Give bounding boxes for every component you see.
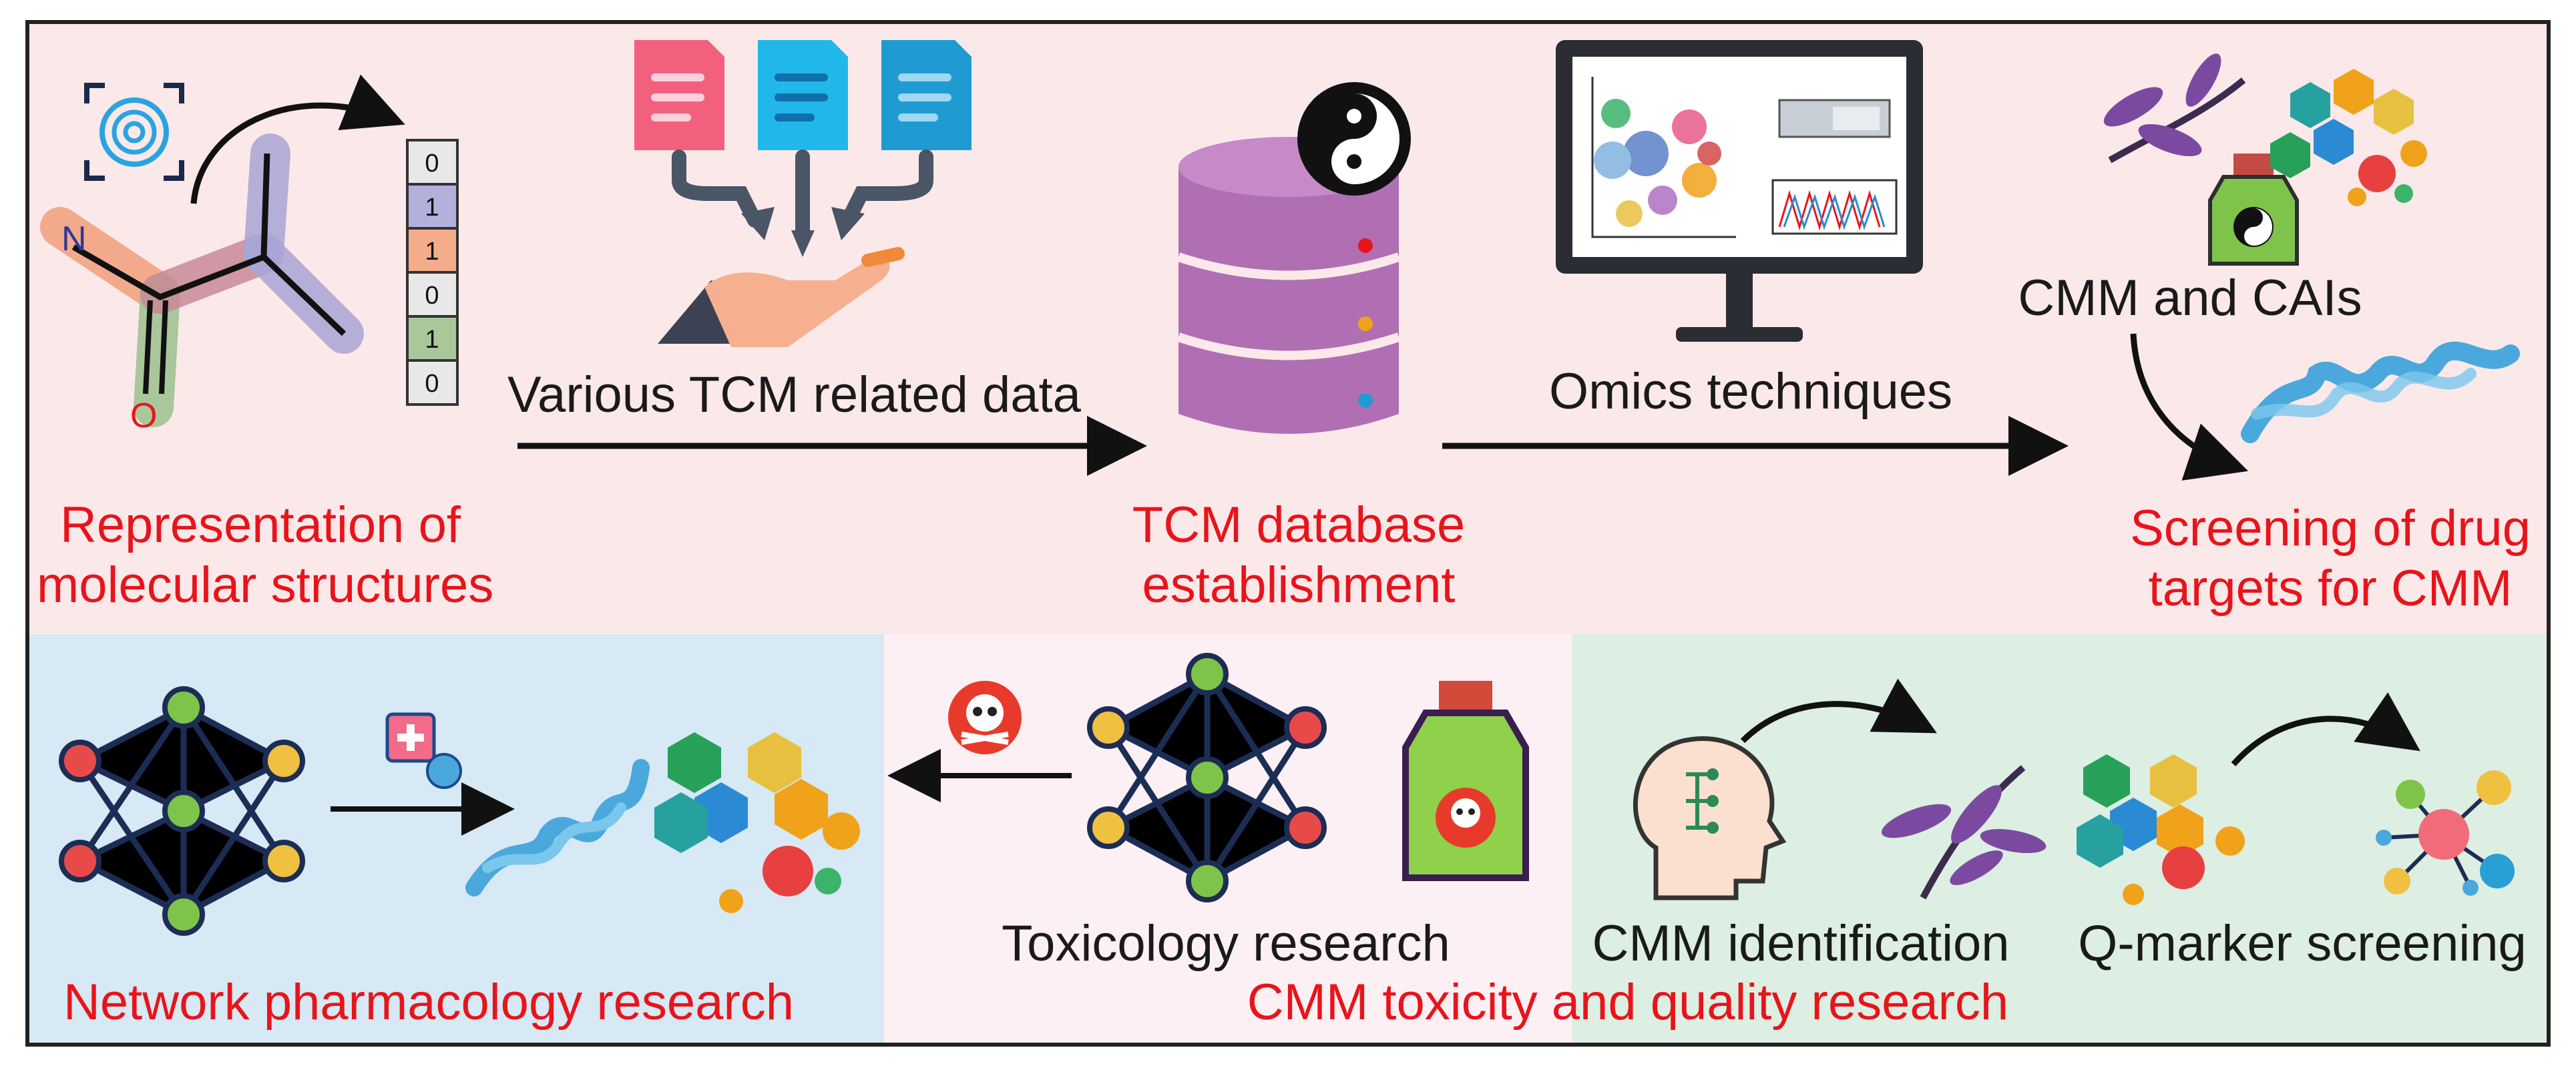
encoding-arrow (190, 74, 405, 204)
head-icon (1633, 736, 1787, 900)
fingerprint-icon (84, 83, 184, 181)
bit-4: 1 (425, 326, 439, 354)
poison-bottle-icon (1402, 681, 1529, 881)
bit-3: 0 (425, 282, 439, 310)
omics-label: Omics techniques (1548, 363, 1953, 420)
screening-caption-line2: targets for CMM (2148, 560, 2513, 617)
representation-caption-line2: molecular structures (37, 557, 494, 613)
db-caption-line1: TCM database (1132, 497, 1466, 553)
helix-icon (465, 759, 650, 896)
merge-arrows (672, 150, 933, 244)
toxicity-quality-caption: CMM toxicity and quality research (1247, 974, 2009, 1031)
various-data-label: Various TCM related data (507, 366, 1081, 423)
medicine-icon (385, 712, 462, 789)
bit-0: 0 (425, 150, 439, 178)
bottle-icon (2208, 154, 2299, 266)
screening-caption-line1: Screening of drug (2130, 500, 2531, 557)
document-icon (881, 40, 972, 150)
hand-icon (658, 247, 905, 347)
skull-icon (948, 681, 1022, 754)
qmarker-arrow (2231, 692, 2420, 766)
bit-2: 1 (425, 238, 439, 266)
representation-caption-line1: Representation of (60, 497, 461, 553)
monitor-icon (1556, 40, 1923, 342)
neural-network-icon (59, 686, 305, 936)
cmm-cais-label: CMM and CAIs (2018, 270, 2362, 326)
document-icon (634, 40, 724, 150)
cmm-identification-label: CMM identification (1592, 915, 2010, 972)
document-icon (758, 40, 848, 150)
neural-network-icon (1087, 653, 1327, 902)
network-pharmacology-caption: Network pharmacology research (63, 974, 795, 1031)
qmarker-network-icon (2376, 770, 2515, 896)
molecule-structure-icon (40, 133, 364, 427)
screening-arrow (2130, 333, 2249, 481)
nitrogen-atom-label: N (61, 220, 87, 258)
qmarker-screening-label: Q-marker screening (2078, 915, 2527, 972)
molecule-icon (654, 732, 860, 913)
helix-icon (2241, 341, 2520, 443)
toxicology-label: Toxicology research (1002, 915, 1450, 972)
fingerprint-vector (406, 139, 459, 406)
herb-icon (1881, 765, 2047, 900)
yin-yang-icon (1297, 82, 1411, 196)
bit-1: 1 (425, 194, 439, 222)
db-caption-line2: establishment (1142, 557, 1456, 613)
molecule-icon (2077, 754, 2245, 905)
molecule-icon (2270, 69, 2427, 206)
identification-arrow (1740, 678, 1937, 744)
herb-icon (2103, 53, 2246, 164)
oxygen-atom-label: O (130, 396, 157, 435)
bit-5: 0 (425, 370, 439, 398)
